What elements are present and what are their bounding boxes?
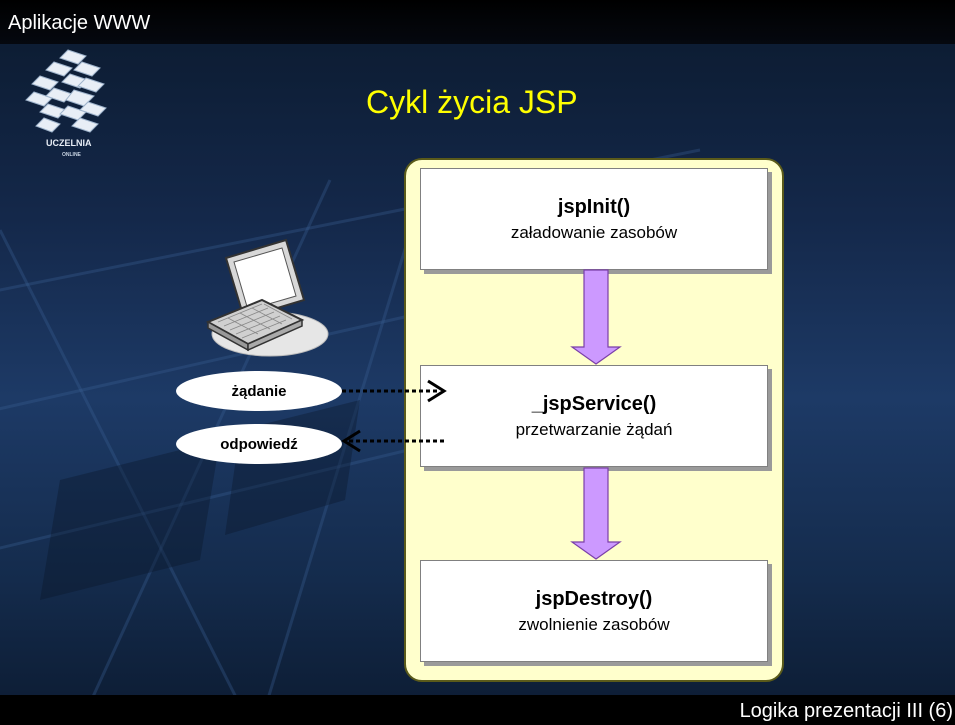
step-description: zwolnienie zasobów	[518, 614, 670, 634]
uczelnia-logo: UCZELNIA ONLINE	[25, 49, 107, 158]
logo-subtext: ONLINE	[62, 152, 82, 158]
app-title: Aplikacje WWW	[8, 12, 151, 34]
response-label-ellipse: odpowiedź	[176, 424, 342, 464]
step-function-name: jspDestroy()	[535, 587, 653, 610]
response-label: odpowiedź	[220, 435, 298, 453]
footer-bar	[0, 695, 955, 725]
step-description: przetwarzanie żądań	[515, 419, 673, 439]
step-description: załadowanie zasobów	[510, 222, 678, 242]
step-function-name: _jspService()	[531, 392, 657, 415]
lifecycle-step-destroy: jspDestroy() zwolnienie zasobów	[420, 560, 768, 662]
header-bar: Aplikacje WWW	[0, 0, 955, 44]
slide-title: Cykl życia JSP	[366, 84, 578, 120]
request-label-ellipse: żądanie	[176, 371, 342, 411]
lifecycle-step-init: jspInit() załadowanie zasobów	[420, 168, 768, 270]
footer-page-label: Logika prezentacji III (6)	[739, 700, 953, 722]
step-function-name: jspInit()	[557, 195, 631, 218]
lifecycle-step-service: _jspService() przetwarzanie żądań	[420, 365, 768, 467]
request-label: żądanie	[231, 382, 287, 400]
logo-text: UCZELNIA	[46, 138, 92, 148]
